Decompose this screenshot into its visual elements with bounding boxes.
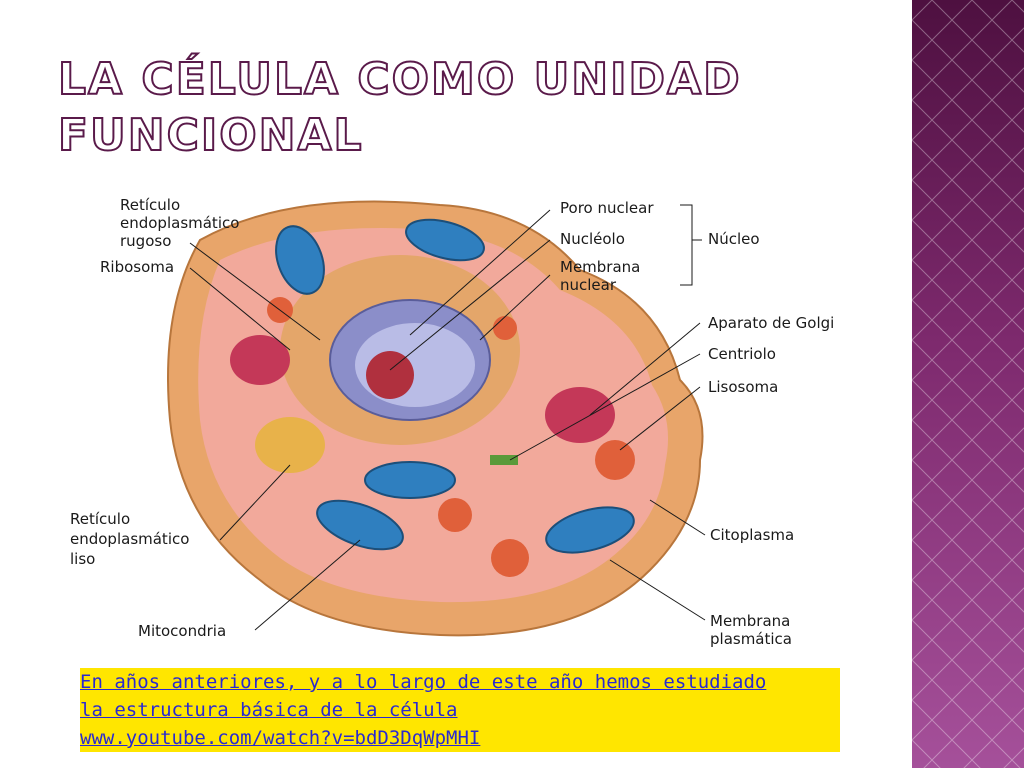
title-line-1: La célula como unidad	[57, 53, 742, 106]
label-golgi: Aparato de Golgi	[708, 314, 834, 332]
label-rel-2: endoplasmático	[70, 530, 189, 548]
label-membrana-plasmatica-1: Membrana	[710, 612, 790, 630]
label-rel-1: Retículo	[70, 510, 130, 528]
leader-lines	[189, 204, 706, 631]
label-membrana-nuclear-2: nuclear	[560, 276, 617, 294]
golgi	[230, 335, 290, 385]
label-rer-3: rugoso	[120, 232, 171, 250]
mitochondrion	[545, 506, 635, 554]
lysosome	[491, 539, 529, 577]
cell-diagram: Retículo endoplasmático rugoso Ribosoma …	[70, 196, 834, 648]
mitochondrion	[364, 461, 456, 499]
label-centriolo: Centriolo	[708, 345, 776, 363]
label-rel-3: liso	[70, 550, 95, 568]
label-mitocondria: Mitocondria	[138, 622, 226, 640]
label-rer-2: endoplasmático	[120, 214, 239, 232]
golgi	[545, 387, 615, 443]
cell-illustration	[167, 200, 704, 637]
diamond-pattern	[912, 0, 1024, 768]
label-lisosoma: Lisosoma	[708, 378, 778, 396]
label-membrana-plasmatica-2: plasmática	[710, 630, 792, 648]
mitochondrion	[316, 499, 404, 551]
label-nucleolo: Nucléolo	[560, 230, 625, 248]
slide-title: La célula como unidad funcional	[57, 52, 898, 164]
smooth-er	[255, 417, 325, 473]
lysosome	[595, 440, 635, 480]
lysosome	[438, 498, 472, 532]
lysosome	[493, 316, 517, 340]
mitochondrion	[405, 218, 485, 262]
title-line-2: funcional	[57, 109, 364, 162]
label-nucleo: Núcleo	[708, 230, 760, 248]
nucleolus	[366, 351, 414, 399]
caption-link-line-2[interactable]: la estructura básica de la célula	[80, 699, 458, 721]
label-citoplasma: Citoplasma	[710, 526, 794, 544]
mitochondrion	[275, 225, 325, 295]
label-membrana-nuclear-1: Membrana	[560, 258, 640, 276]
label-ribosoma: Ribosoma	[100, 258, 174, 276]
video-link[interactable]: www.youtube.com/watch?v=bdD3DqWpMHI	[80, 727, 481, 749]
caption-link-line-1[interactable]: En años anteriores, y a lo largo de este…	[80, 671, 767, 693]
label-poro-nuclear: Poro nuclear	[560, 199, 654, 217]
centriole	[490, 455, 518, 465]
decorative-side-band	[912, 0, 1024, 768]
caption-block: En años anteriores, y a lo largo de este…	[80, 668, 840, 752]
label-rer-1: Retículo	[120, 196, 180, 214]
